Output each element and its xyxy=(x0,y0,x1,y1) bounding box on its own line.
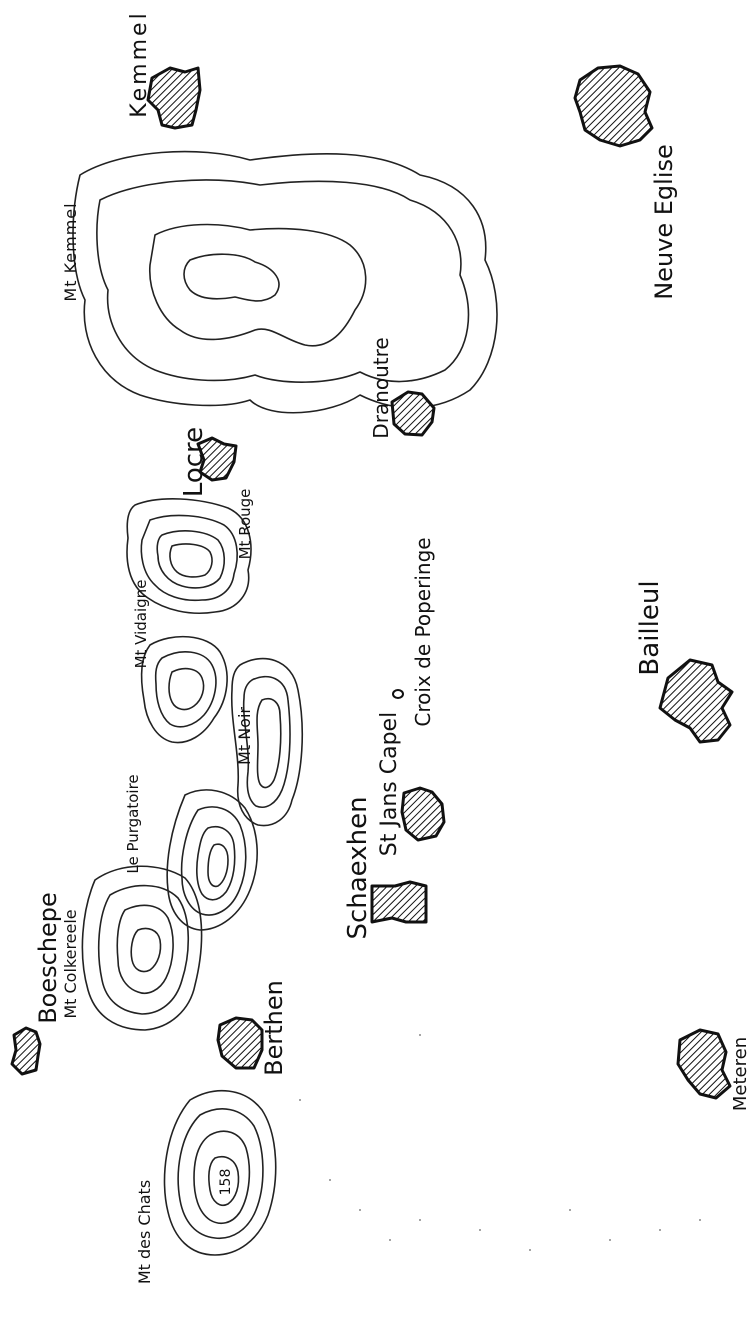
label-meteren: Meteren xyxy=(730,1037,751,1111)
label-mt-kemmel: Mt Kemmel xyxy=(61,202,80,301)
hill-mt-colkereele xyxy=(81,865,203,1031)
label-mt-rouge: Mt Rouge xyxy=(236,489,254,560)
label-neuve-eglise: Neuve Eglise xyxy=(650,144,678,300)
town-locre xyxy=(196,436,238,482)
label-schaexhen: Schaexhen xyxy=(343,796,373,939)
place-labels: Kemmel Neuve Eglise Mt Kemmel Dranoutre … xyxy=(34,10,751,1284)
town-st-jans-capel xyxy=(400,786,446,842)
hill-le-purgatoire xyxy=(166,789,258,931)
label-kemmel: Kemmel xyxy=(127,10,152,117)
label-mt-vidaigne: Mt Vidaigne xyxy=(132,580,150,669)
height-158-label: 158 xyxy=(218,1169,234,1196)
town-meteren xyxy=(676,1028,732,1100)
hill-mt-vidaigne xyxy=(140,635,228,744)
label-mt-des-chats: Mt des Chats xyxy=(135,1180,154,1284)
label-boeschepe: Boeschepe xyxy=(34,892,62,1024)
town-schaexhen xyxy=(370,880,428,924)
town-berthen xyxy=(216,1016,264,1070)
towns xyxy=(10,64,734,1100)
label-st-jans-capel: St Jans Capel xyxy=(377,712,402,856)
label-le-purgatoire: Le Purgatoire xyxy=(124,774,142,873)
label-croix-de-poperinge: Croix de Poperinge xyxy=(411,537,435,726)
label-mt-noir: Mt Noir xyxy=(235,707,254,765)
town-neuve-eglise xyxy=(573,64,654,148)
hill-mt-rouge xyxy=(126,498,252,615)
hill-mt-des-chats: 158 xyxy=(163,1089,277,1256)
town-bailleul xyxy=(658,658,734,744)
label-mt-colkereele: Mt Colkereele xyxy=(61,909,80,1018)
label-bailleul: Bailleul xyxy=(635,580,665,675)
label-berthen: Berthen xyxy=(260,980,288,1076)
label-locre: Locre xyxy=(179,427,209,497)
label-dranoutre: Dranoutre xyxy=(369,337,393,438)
town-dranoutre xyxy=(390,390,436,437)
faint-specks xyxy=(299,1034,701,1251)
hill-mt-noir xyxy=(230,657,304,827)
marker-croix-de-poperinge xyxy=(392,689,404,699)
town-kemmel xyxy=(146,66,202,130)
hill-mt-kemmel xyxy=(72,150,498,414)
town-boeschepe xyxy=(10,1026,42,1076)
